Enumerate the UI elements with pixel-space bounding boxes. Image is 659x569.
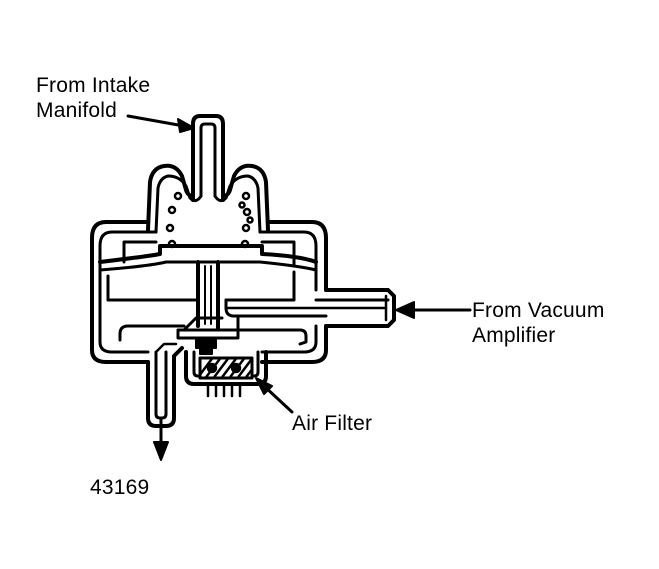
diaphragm bbox=[98, 244, 318, 272]
valve-stem bbox=[196, 260, 220, 332]
leader-vacuum-arrow bbox=[395, 301, 472, 319]
spring-coils bbox=[165, 191, 254, 249]
upper-chamber bbox=[106, 240, 296, 302]
figure-number: 43169 bbox=[90, 476, 150, 499]
air-filter-label: Air Filter bbox=[292, 412, 373, 435]
outlet-tube bbox=[146, 342, 184, 461]
intake-label-line1: From Intake bbox=[36, 74, 151, 97]
vacuum-port-tube bbox=[224, 288, 396, 328]
intake-tube bbox=[191, 114, 225, 202]
vacuum-label-line2: Amplifier bbox=[472, 324, 556, 347]
leader-filter-arrow bbox=[255, 377, 294, 414]
air-filter-housing bbox=[184, 350, 268, 386]
main-body bbox=[90, 220, 328, 364]
intake-label-line2: Manifold bbox=[36, 99, 117, 122]
filter-vents bbox=[206, 382, 242, 398]
valve-seat bbox=[195, 339, 217, 355]
vacuum-label-line1: From Vacuum bbox=[472, 299, 605, 322]
upper-housing bbox=[146, 163, 270, 234]
leader-intake-arrow bbox=[126, 114, 195, 133]
lower-chamber bbox=[118, 316, 308, 346]
air-filter-element bbox=[201, 359, 251, 377]
